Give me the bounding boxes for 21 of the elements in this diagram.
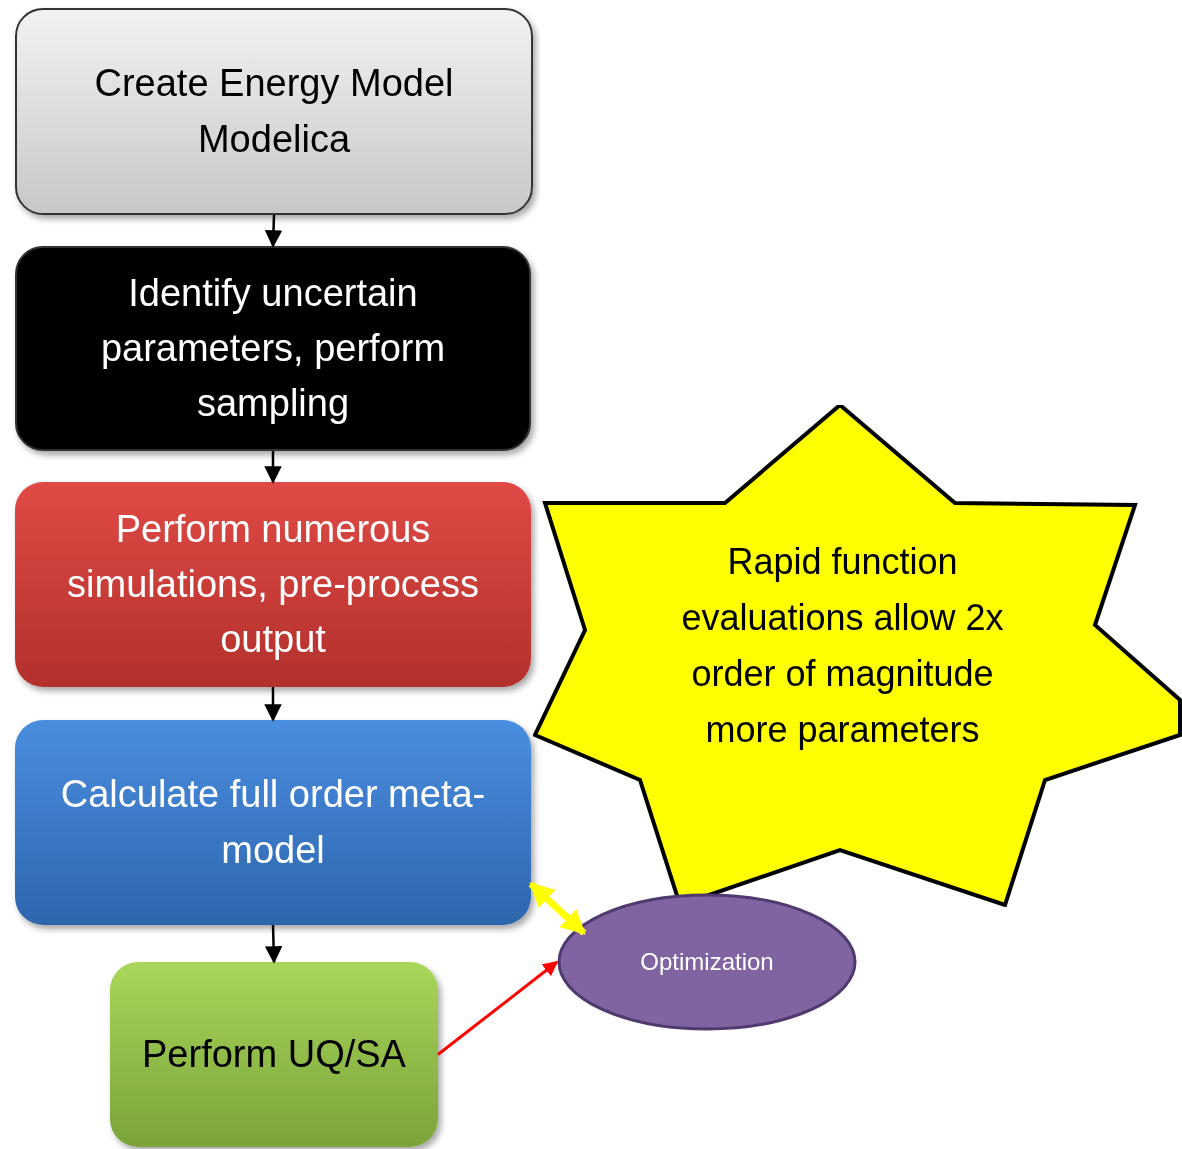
arrow (264, 924, 283, 964)
node-text: Identify uncertain parameters, perform sampling (99, 270, 447, 427)
arrow (437, 960, 559, 1056)
process-ellipse (557, 893, 857, 1031)
node-text: Optimization (640, 947, 774, 977)
arrow (264, 451, 282, 484)
callout-star (533, 405, 1182, 907)
node-text: Perform UQ/SA (142, 1031, 406, 1077)
node-text: Rapid function evaluations allow 2x order of magnitude more parameters (680, 540, 1005, 752)
node-text: Perform numerous simulations, pre-process output (66, 506, 480, 663)
process-box (15, 8, 533, 215)
arrow (264, 687, 282, 722)
arrow (264, 214, 283, 248)
node-text: Calculate full order meta-model (59, 772, 487, 873)
process-box (15, 482, 531, 687)
node-text: Modelica (197, 116, 351, 162)
arrow (528, 881, 587, 936)
process-box (15, 720, 531, 925)
process-box (15, 246, 531, 451)
node-text: Create Energy Model (94, 61, 454, 107)
process-box (110, 962, 438, 1147)
